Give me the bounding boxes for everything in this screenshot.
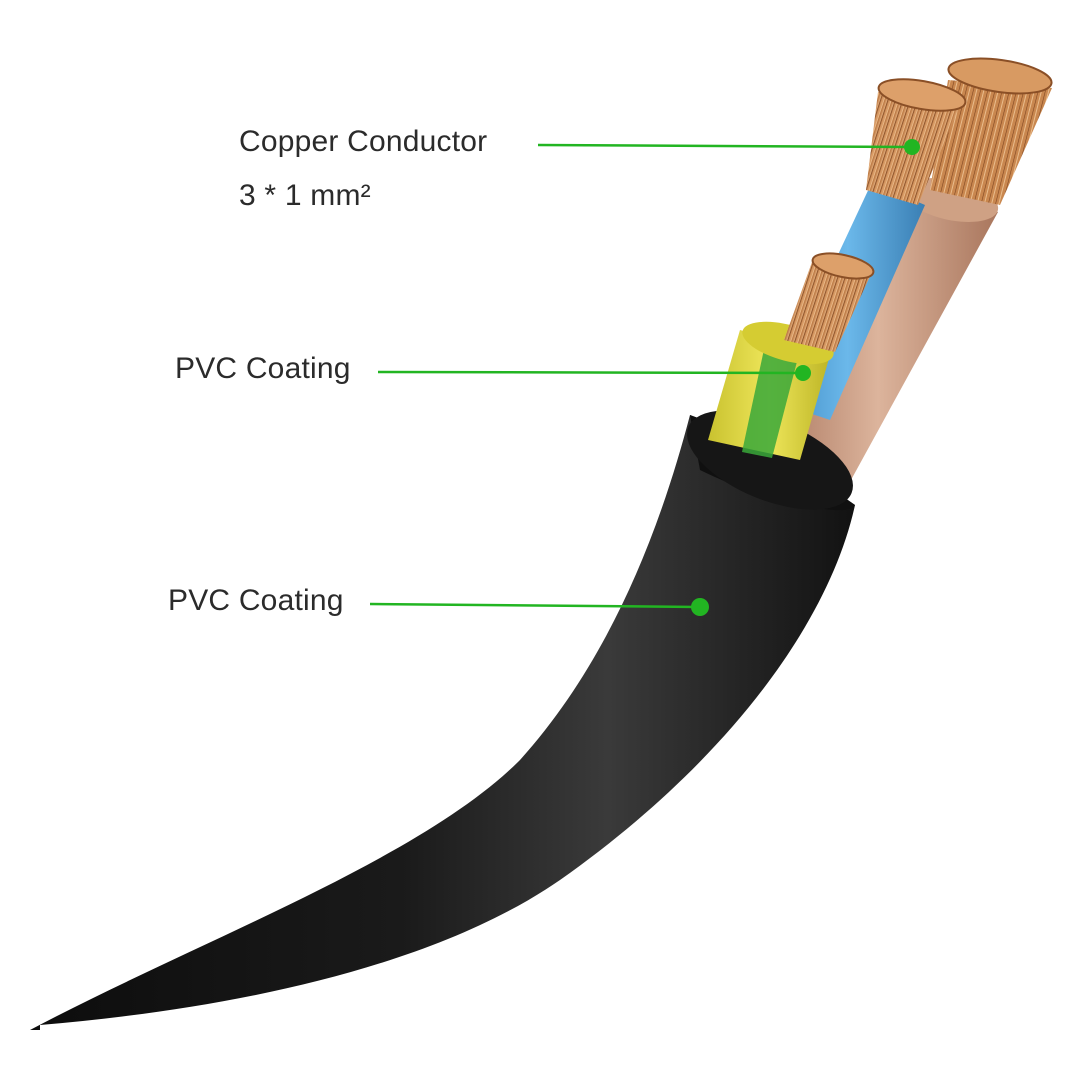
copper-conductor-label: Copper Conductor xyxy=(239,125,488,158)
conductor-spec-label: 3 * 1 mm² xyxy=(239,179,371,212)
outer-coating-label: PVC Coating xyxy=(168,584,344,617)
leader-dot-copper xyxy=(904,139,920,155)
inner-coating-label: PVC Coating xyxy=(175,352,351,385)
leader-line-copper xyxy=(537,143,913,149)
earth-conductor xyxy=(708,252,875,460)
brown-conductor xyxy=(780,57,1053,500)
leader-line-inner xyxy=(377,370,804,375)
leader-dot-inner xyxy=(795,365,811,381)
leader-dot-outer xyxy=(691,598,709,616)
leader-line-outer xyxy=(369,602,701,609)
outer-jacket xyxy=(30,410,855,1030)
leader-lines xyxy=(369,139,920,616)
